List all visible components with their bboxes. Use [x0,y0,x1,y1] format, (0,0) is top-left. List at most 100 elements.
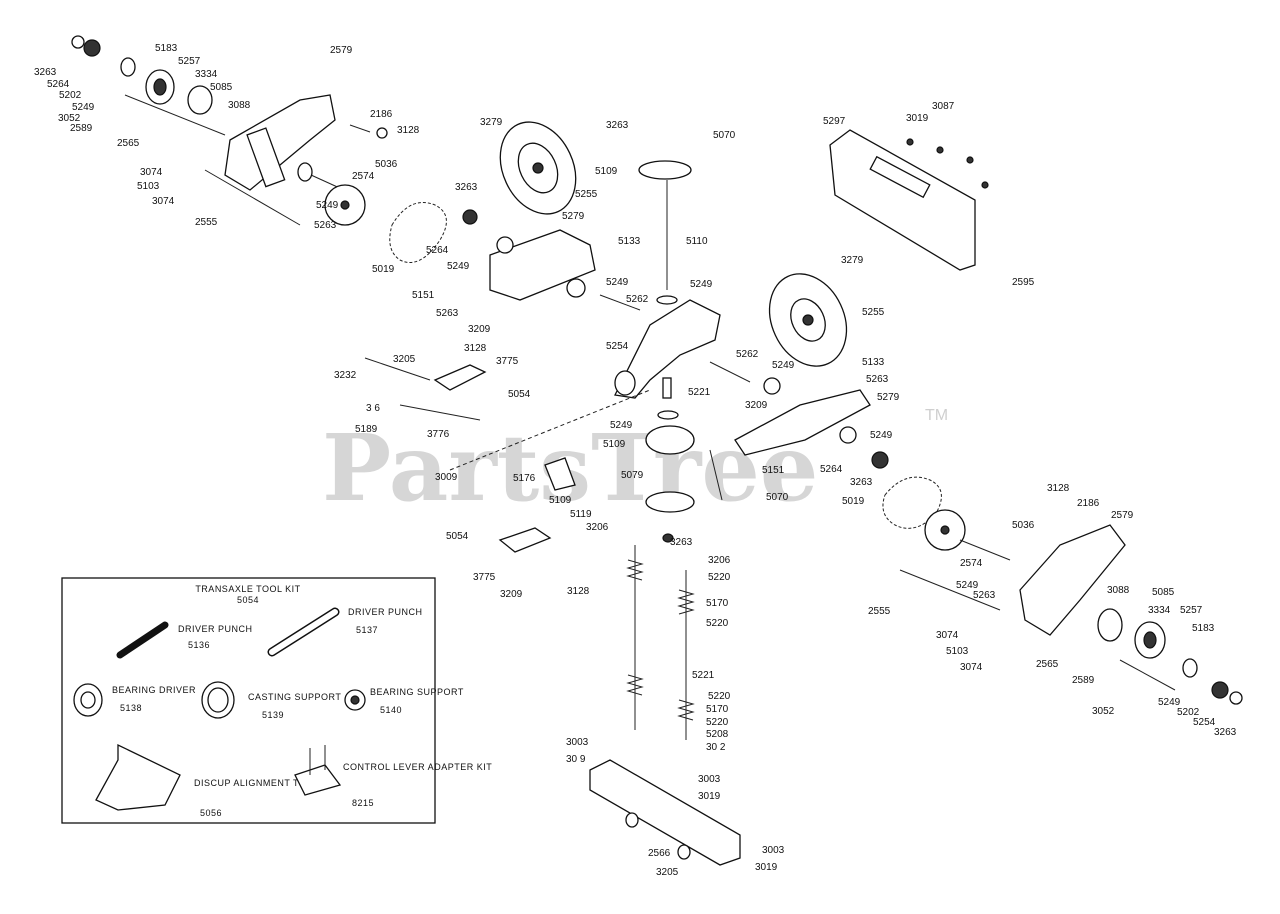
part-label: 3334 [1148,605,1171,616]
part-label: 3209 [745,400,768,411]
part-label: 5257 [1180,605,1203,616]
lower-bushing-3205 [677,844,691,860]
part-label: 5085 [210,82,233,93]
discup-alignment-tool-icon [95,743,181,811]
part-label: 30 2 [706,742,726,753]
lower-center-assembly [589,545,741,866]
upper-center-assembly [389,121,641,311]
part-label: 5249 [870,430,893,441]
part-label: 5264 [820,464,843,475]
part-label: 3019 [755,862,778,873]
part-label: 3279 [480,117,503,128]
part-label: 5249 [316,200,339,211]
left-nut-3263 [71,35,85,49]
watermark-trademark: TM [925,407,948,424]
right-sprocket-hub [940,525,950,535]
lower-spring-a [626,559,644,581]
part-label: 5255 [575,189,598,200]
part-label: 5220 [706,618,729,629]
part-label: 5183 [1192,623,1215,634]
linkage-shaft-5189 [399,404,481,421]
center-nut-3263 [662,533,674,543]
part-label: 5262 [736,349,759,360]
tool-name-5136: DRIVER PUNCH [178,624,253,634]
part-label: 5263 [314,220,337,231]
part-label: 3074 [152,196,175,207]
left-axle-assembly [71,35,388,226]
part-label: 5279 [877,392,900,403]
center-casting-5254 [614,299,721,399]
tool-kit-number: 5054 [237,595,259,605]
upper-spacer-5249 [496,236,514,254]
part-label: 5249 [72,102,95,113]
part-label: 2589 [1072,675,1095,686]
part-label: 3 6 [366,403,380,414]
part-label: 5133 [618,236,641,247]
part-label: 5183 [155,43,178,54]
right-washer-5202 [1182,658,1198,678]
part-callouts: 3263 5264 5202 5249 3052 2589 5183 5257 … [34,43,1237,878]
part-label: 3263 [455,182,478,193]
linkage-bracket-lower [498,527,552,553]
center-bevel-gear-5109 [645,425,695,455]
right-shaft-2574 [959,539,1011,561]
part-label: 5279 [562,211,585,222]
part-label: 2574 [960,558,983,569]
part-label: 3206 [708,555,731,566]
plate-bolt-c [966,156,974,164]
part-label: 5189 [355,424,378,435]
part-label: 2555 [195,217,218,228]
part-label: 2186 [370,109,393,120]
right-bearing-core [1143,631,1157,649]
left-bolt-2186 [349,124,371,133]
part-label: 5249 [690,279,713,290]
tool-num-5140: 5140 [380,705,402,715]
part-label: 5019 [842,496,865,507]
part-label: 5151 [762,465,785,476]
part-label: 2589 [70,123,93,134]
part-label: 2595 [1012,277,1035,288]
part-label: 3009 [435,472,458,483]
part-label: 2579 [330,45,353,56]
tool-name-8215: CONTROL LEVER ADAPTER KIT [343,762,492,772]
right-nut-5254 [1211,681,1229,699]
part-label: 3263 [34,67,57,78]
part-label: 5054 [508,389,531,400]
part-label: 3279 [841,255,864,266]
tool-name-5137: DRIVER PUNCH [348,607,423,617]
left-washer-5202 [120,57,136,77]
right-axle-housing-2579 [1019,524,1126,636]
part-label: 3775 [496,356,519,367]
part-label: 5036 [1012,520,1035,531]
part-label: 5103 [137,181,160,192]
linkage-bracket-3775 [433,364,487,391]
part-label: 5249 [610,420,633,431]
part-label: 2565 [117,138,140,149]
part-label: 3334 [195,69,218,80]
left-bearing-core [153,78,167,96]
part-label: 3087 [932,101,955,112]
right-mount-plate [829,129,989,271]
part-label: 5170 [706,704,729,715]
linkage-rod-3232 [364,357,431,381]
part-label: 5255 [862,307,885,318]
part-label: 3776 [427,429,450,440]
part-label: 3088 [1107,585,1130,596]
tool-num-5136: 5136 [188,640,210,650]
left-key-3052 [124,94,226,136]
mount-plate-slot [869,155,931,199]
part-label: 3052 [1092,706,1115,717]
part-label: 5257 [178,56,201,67]
part-label: 3088 [228,100,251,111]
part-label: 5054 [446,531,469,542]
tool-num-8215: 8215 [352,798,374,808]
part-label: 3128 [464,343,487,354]
left-washer-5249 [297,162,313,182]
right-axle-assembly [899,509,1243,705]
part-label: 3263 [1214,727,1237,738]
part-label: 3019 [906,113,929,124]
right-sprocket-5264 [871,451,889,469]
right-idler-bracket-5279 [734,389,871,456]
part-label: 3003 [566,737,589,748]
